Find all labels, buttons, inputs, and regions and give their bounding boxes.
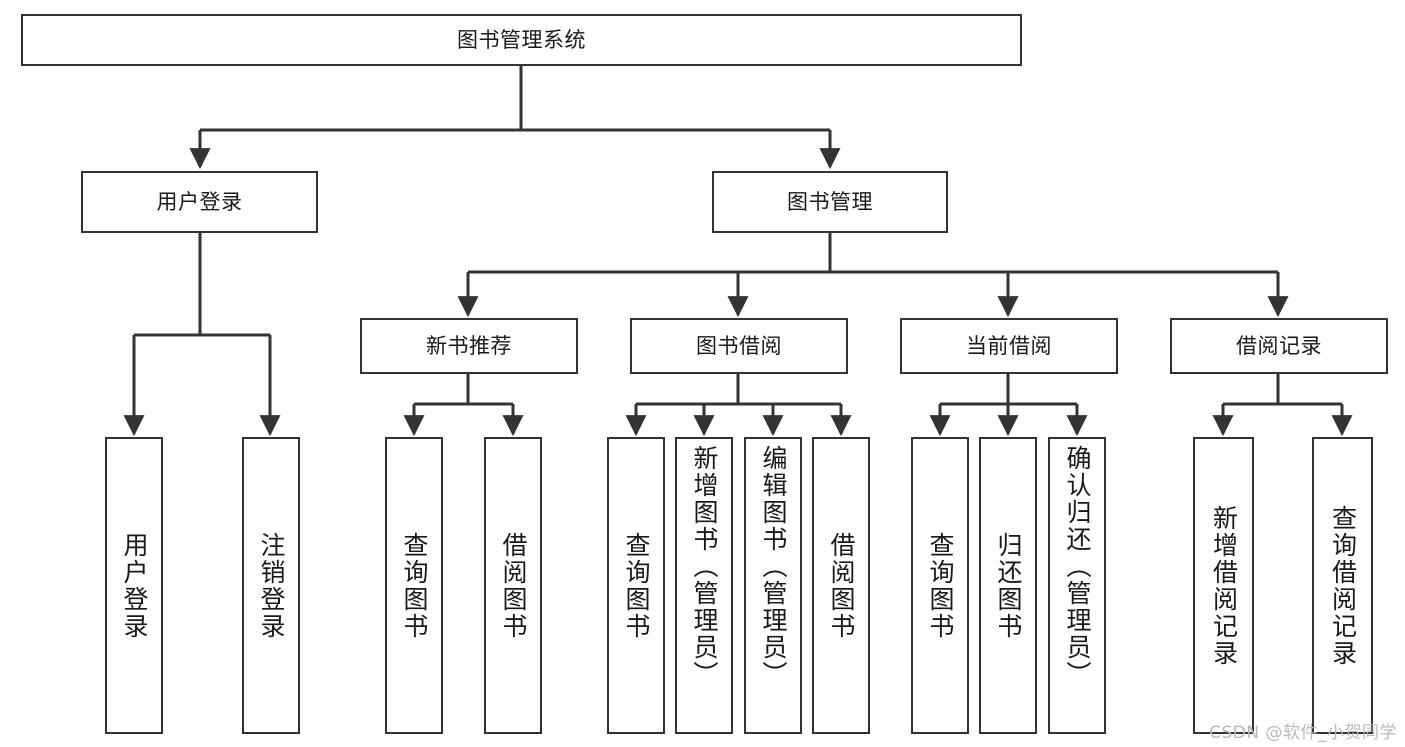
- leaf-query-book-recommend[interactable]: 查询图书: [385, 437, 443, 734]
- leaf-label: 编辑图书（管理员）: [759, 445, 788, 688]
- leaf-label: 新增借阅记录: [1209, 504, 1239, 667]
- node-book-borrow[interactable]: 图书借阅: [630, 318, 848, 374]
- node-user-login[interactable]: 用户登录: [81, 171, 318, 233]
- node-current-borrow[interactable]: 当前借阅: [900, 318, 1118, 374]
- leaf-borrow-book-recommend[interactable]: 借阅图书: [484, 437, 542, 734]
- node-label: 新书推荐: [426, 333, 512, 358]
- leaf-add-book-admin[interactable]: 新增图书（管理员）: [675, 437, 733, 734]
- node-borrow-record[interactable]: 借阅记录: [1170, 318, 1388, 374]
- leaf-return-book[interactable]: 归还图书: [979, 437, 1037, 734]
- node-label: 用户登录: [156, 189, 243, 214]
- leaf-borrow-book[interactable]: 借阅图书: [812, 437, 870, 734]
- leaf-label: 借阅图书: [499, 531, 528, 640]
- leaf-label: 用户登录: [120, 531, 149, 640]
- leaf-confirm-return-admin[interactable]: 确认归还（管理员）: [1048, 437, 1106, 734]
- leaf-label: 归还图书: [994, 531, 1023, 640]
- node-new-book-recommend[interactable]: 新书推荐: [360, 318, 578, 374]
- node-book-management[interactable]: 图书管理: [712, 171, 948, 233]
- leaf-label: 注销登录: [257, 531, 286, 640]
- leaf-add-borrow-record[interactable]: 新增借阅记录: [1193, 437, 1254, 734]
- leaf-label: 确认归还（管理员）: [1063, 445, 1092, 688]
- leaf-label: 查询图书: [926, 531, 955, 640]
- leaf-logout[interactable]: 注销登录: [242, 437, 300, 734]
- leaf-label: 查询图书: [400, 531, 429, 640]
- leaf-query-borrow-record[interactable]: 查询借阅记录: [1312, 437, 1373, 734]
- leaf-query-book-borrow[interactable]: 查询图书: [607, 437, 665, 734]
- leaf-label: 借阅图书: [827, 531, 856, 640]
- leaf-label: 查询图书: [622, 531, 651, 640]
- node-label: 图书管理: [787, 189, 873, 214]
- leaf-edit-book-admin[interactable]: 编辑图书（管理员）: [744, 437, 802, 734]
- leaf-query-book-current[interactable]: 查询图书: [911, 437, 969, 734]
- node-root-book-management-system[interactable]: 图书管理系统: [21, 14, 1022, 66]
- node-label: 当前借阅: [966, 333, 1052, 358]
- node-label: 图书借阅: [696, 333, 782, 358]
- csdn-watermark: CSDN @软件_小贺同学: [1209, 723, 1397, 743]
- node-label: 图书管理系统: [457, 27, 586, 52]
- node-label: 借阅记录: [1236, 333, 1322, 358]
- leaf-label: 新增图书（管理员）: [690, 445, 719, 688]
- leaf-user-login[interactable]: 用户登录: [105, 437, 163, 734]
- leaf-label: 查询借阅记录: [1328, 504, 1358, 667]
